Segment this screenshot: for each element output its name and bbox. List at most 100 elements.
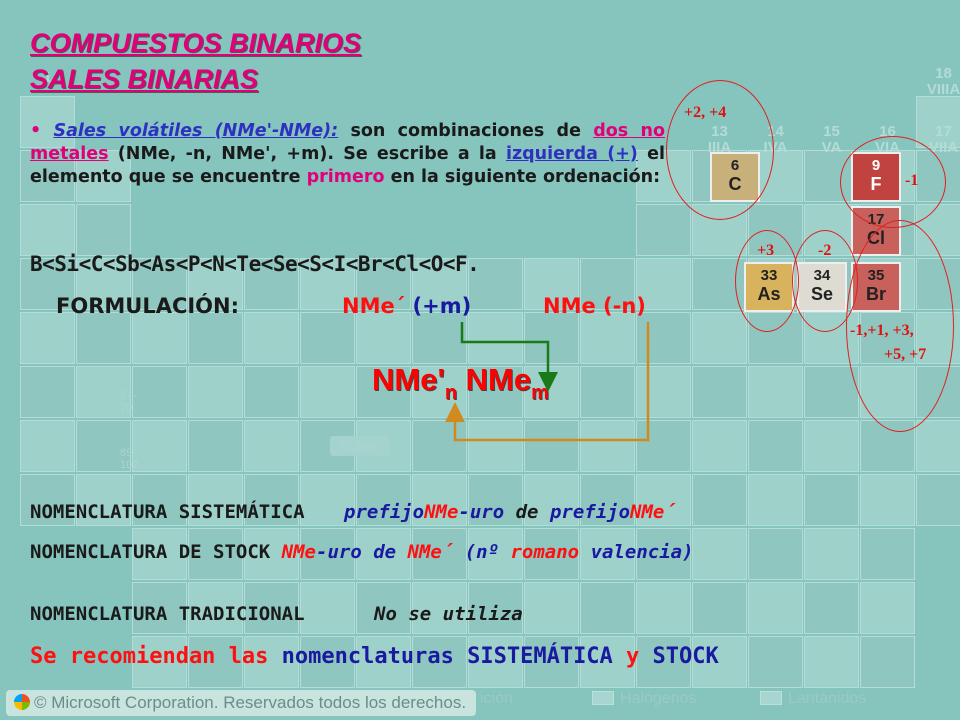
periodic-cell xyxy=(692,528,747,580)
periodic-cell xyxy=(76,366,131,418)
periodic-cell xyxy=(356,474,411,526)
periodic-cell xyxy=(636,528,691,580)
periodic-cell xyxy=(300,636,355,688)
nomenclatura-sistematica: NOMENCLATURA SISTEMÁTICA prefijoNMe-uro … xyxy=(30,501,676,523)
rule-part: -uro xyxy=(458,501,505,523)
periodic-cell xyxy=(524,258,579,310)
periodic-cell xyxy=(132,420,187,472)
periodic-cell xyxy=(748,528,803,580)
periodic-cell xyxy=(132,474,187,526)
arsenic-oxidation-state: +3 xyxy=(757,242,775,259)
periodic-cell xyxy=(412,312,467,364)
periodic-cell xyxy=(412,528,467,580)
periodic-cell xyxy=(132,258,187,310)
bullet-icon: • xyxy=(30,121,42,141)
periodic-cell xyxy=(748,636,803,688)
periodic-cell xyxy=(300,474,355,526)
periodic-cell xyxy=(692,474,747,526)
periodic-cell xyxy=(300,258,355,310)
periodic-cell xyxy=(20,474,75,526)
charge-plus-m: (+m) xyxy=(412,294,472,318)
periodic-cell xyxy=(244,636,299,688)
arrow-m-to-subscript xyxy=(460,322,558,392)
rule-part: prefijo xyxy=(344,501,425,523)
periodic-cell xyxy=(692,582,747,634)
periodic-cell xyxy=(244,420,299,472)
rule-part: NMe´ xyxy=(407,541,454,563)
rule-part: prefijo xyxy=(549,501,631,523)
group-label: 1 xyxy=(43,69,52,86)
periodic-cell xyxy=(636,258,691,310)
periodic-cell xyxy=(692,366,747,418)
periodic-cell xyxy=(20,96,75,148)
paragraph-highlight: dos no metales xyxy=(30,121,666,164)
legend-halogenos: Halógenos xyxy=(592,690,697,708)
formulacion-label: FORMULACIÓN: xyxy=(56,294,240,318)
nomenclatura-tradicional: NOMENCLATURA TRADICIONAL No se utiliza xyxy=(30,603,523,625)
actinide-range-label: 89- 102 xyxy=(120,447,139,471)
paragraph-text: el elemento que se encuentre xyxy=(30,144,666,187)
periodic-cell xyxy=(804,474,859,526)
periodic-cell xyxy=(76,150,131,202)
periodic-cell xyxy=(188,420,243,472)
periodic-cell xyxy=(580,474,635,526)
paragraph-text: (NMe, -n, NMe', +m). Se escribe a la xyxy=(108,144,506,164)
periodic-cell xyxy=(468,474,523,526)
periodic-cell xyxy=(580,420,635,472)
rule-part: No se utiliza xyxy=(374,603,523,625)
nme-prime: NMe´ xyxy=(342,294,406,318)
periodic-cell xyxy=(188,636,243,688)
periodic-cell xyxy=(356,582,411,634)
periodic-cell xyxy=(580,258,635,310)
rule-part: NMe´ xyxy=(630,501,676,523)
periodic-cell xyxy=(468,312,523,364)
periodic-cell xyxy=(76,258,131,310)
periodic-cell xyxy=(20,366,75,418)
rec-part: Se recomiendan las xyxy=(30,644,282,669)
periodic-cell xyxy=(300,528,355,580)
periodic-cell xyxy=(356,312,411,364)
description-paragraph: • Sales volátiles (NMe'-NMe): son combin… xyxy=(30,120,665,189)
periodic-cell xyxy=(748,474,803,526)
periodic-cell xyxy=(468,636,523,688)
rule-part: -uro de xyxy=(316,541,408,563)
periodic-cell xyxy=(244,582,299,634)
title-sales-binarias: SALES BINARIAS xyxy=(30,64,259,94)
periodic-cell xyxy=(748,366,803,418)
rule-part: NMe xyxy=(424,501,459,523)
term-sales-volatiles: Sales volátiles (NMe'-NMe): xyxy=(53,121,339,141)
periodic-cell xyxy=(524,474,579,526)
periodic-cell xyxy=(524,636,579,688)
periodic-cell xyxy=(356,366,411,418)
formulacion-part1: NMe´ (+m) xyxy=(342,294,471,318)
periodic-cell xyxy=(860,636,915,688)
periodic-cell xyxy=(524,312,579,364)
formulacion-part2: NMe (-n) xyxy=(543,294,646,318)
periodic-cell xyxy=(356,258,411,310)
charge-minus-n: (-n) xyxy=(603,294,646,318)
periodic-cell xyxy=(300,366,355,418)
legend-text: ición xyxy=(480,690,513,707)
subscript-n: n xyxy=(444,382,458,404)
periodic-cell xyxy=(636,474,691,526)
periodic-cell xyxy=(132,366,187,418)
periodic-cell xyxy=(300,312,355,364)
rec-part: STOCK xyxy=(639,644,719,669)
periodic-cell xyxy=(412,420,467,472)
periodic-cell xyxy=(188,474,243,526)
periodic-cell xyxy=(804,420,859,472)
rule-part: romano xyxy=(510,541,580,563)
periodic-cell xyxy=(412,258,467,310)
group-label: 18 VIIIA xyxy=(926,65,960,98)
periodic-cell xyxy=(636,582,691,634)
periodic-cell xyxy=(468,258,523,310)
carbon-oxidation-states: +2, +4 xyxy=(684,104,727,121)
periodic-cell xyxy=(20,150,75,202)
periodic-cell xyxy=(916,420,960,472)
periodic-cell xyxy=(20,258,75,310)
periodic-cell xyxy=(636,312,691,364)
legend-swatch-icon xyxy=(592,691,614,705)
rule-part: de xyxy=(504,501,550,523)
periodic-cell xyxy=(188,582,243,634)
